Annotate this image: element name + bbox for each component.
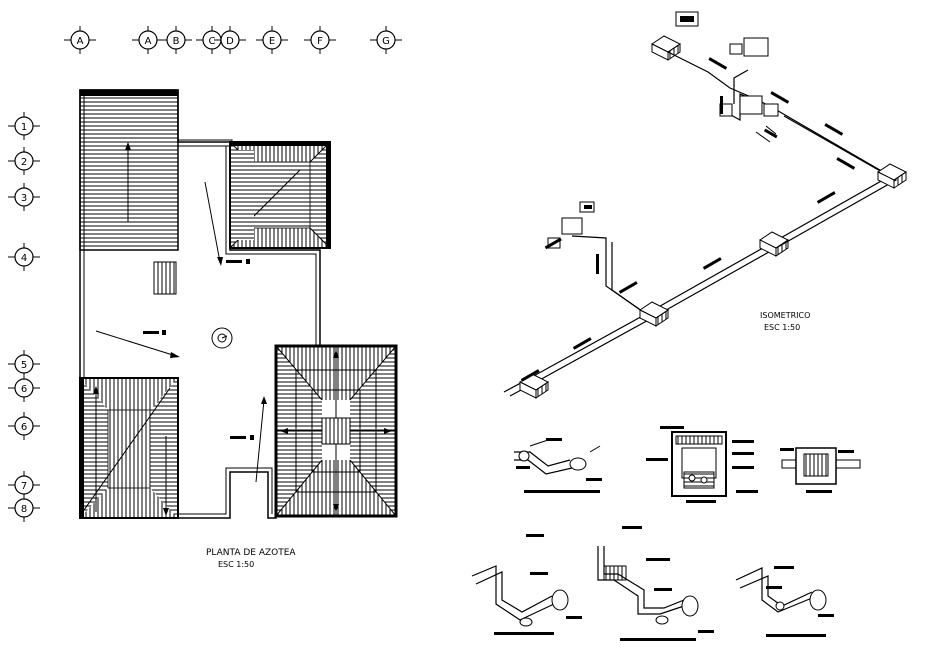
grid-col-e: E bbox=[256, 26, 288, 54]
detail-downpipe-3 bbox=[735, 566, 834, 637]
grid-row-3: 3 bbox=[8, 183, 40, 211]
iso-scale: ESC 1:50 bbox=[764, 323, 800, 332]
roof-slab-top-left bbox=[79, 89, 179, 251]
grid-col-label: C bbox=[209, 36, 216, 47]
grid-col-label: B bbox=[173, 36, 180, 47]
grid-row-label: 1 bbox=[21, 122, 27, 133]
grid-col-d: D bbox=[214, 26, 246, 54]
grid-col-a1: A bbox=[64, 26, 96, 54]
grid-col-b: B bbox=[160, 26, 192, 54]
grid-row-4: 4 bbox=[8, 243, 40, 271]
roof-drain bbox=[211, 327, 233, 349]
grid-col-label: A bbox=[145, 36, 152, 47]
grid-col-label: A bbox=[77, 36, 84, 47]
grid-row-label: 8 bbox=[21, 504, 27, 515]
plan-title: PLANTA DE AZOTEA bbox=[206, 548, 296, 558]
grid-row-label: 6 bbox=[21, 422, 27, 433]
iso-register-1 bbox=[519, 373, 549, 399]
grid-col-c: C bbox=[196, 26, 228, 54]
iso-register-2 bbox=[639, 301, 669, 327]
grid-row-6a: 6 bbox=[8, 374, 40, 402]
grid-col-label: G bbox=[382, 36, 390, 47]
detail-downpipe-2 bbox=[597, 526, 714, 641]
grid-col-label: E bbox=[269, 36, 275, 47]
grid-row-5: 5 bbox=[8, 350, 40, 378]
iso-register-4 bbox=[877, 163, 907, 189]
grid-row-label: 4 bbox=[21, 253, 27, 264]
roof-hip-bottom-right bbox=[274, 344, 398, 518]
roof-plan: A A B C D E bbox=[8, 26, 402, 569]
grid-row-label: 2 bbox=[21, 157, 27, 168]
grid-row-2: 2 bbox=[8, 147, 40, 175]
iso-label-tags bbox=[520, 57, 856, 382]
detail-drain-connection bbox=[514, 438, 602, 493]
detail-register-plan bbox=[780, 447, 861, 493]
roof-vent-grille bbox=[153, 261, 177, 295]
grid-row-label: 3 bbox=[21, 193, 27, 204]
iso-main-pipe bbox=[503, 47, 892, 393]
iso-title: ISOMETRICO bbox=[760, 311, 810, 320]
grid-row-1: 1 bbox=[8, 112, 40, 140]
grid-row-8: 8 bbox=[8, 494, 40, 522]
iso-register-5 bbox=[651, 35, 681, 61]
grid-col-g: G bbox=[370, 26, 402, 54]
detail-downpipe-1 bbox=[471, 534, 582, 635]
grid-row-label: 5 bbox=[21, 360, 27, 371]
grid-col-label: D bbox=[226, 36, 234, 47]
grid-col-a2: A bbox=[132, 26, 164, 54]
detail-register-section bbox=[646, 426, 758, 503]
grid-row-label: 7 bbox=[21, 481, 27, 492]
roof-hip-bottom-left bbox=[79, 377, 179, 519]
grid-row-label: 6 bbox=[21, 384, 27, 395]
iso-fixtures-top bbox=[675, 11, 779, 117]
grid-col-f: F bbox=[304, 26, 336, 54]
roof-hip-top-right bbox=[229, 141, 331, 249]
iso-register-3 bbox=[759, 231, 789, 257]
plan-scale: ESC 1:50 bbox=[218, 560, 254, 569]
isometric-drainage: ISOMETRICO ESC 1:50 bbox=[503, 11, 907, 399]
grid-row-6b: 6 bbox=[8, 412, 40, 440]
grid-col-label: F bbox=[317, 36, 323, 47]
